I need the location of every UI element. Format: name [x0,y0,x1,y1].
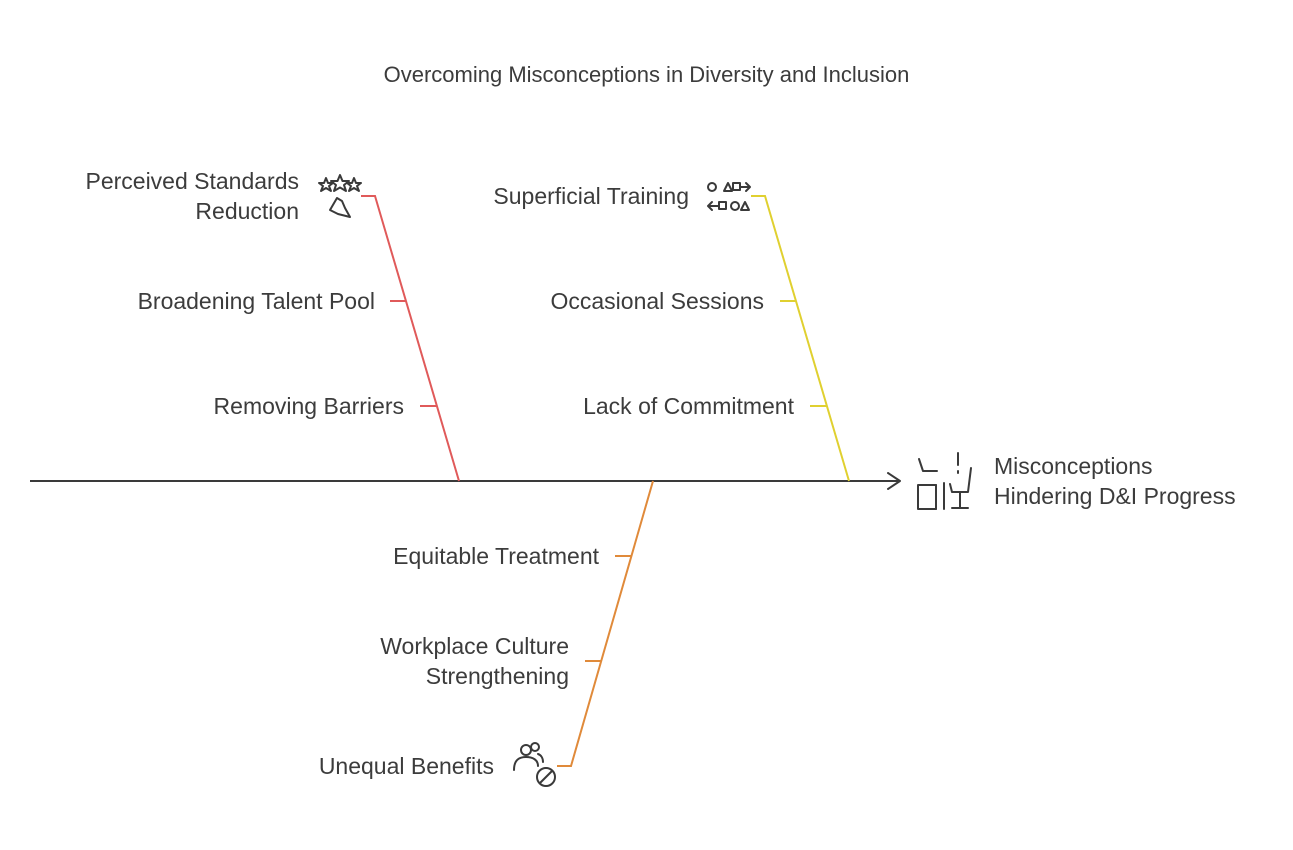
benefits-item-2-line1: Workplace Culture [380,633,569,659]
cause-standards-label-line1: Perceived Standards [85,168,299,194]
branch-benefits-bone [557,480,654,767]
training-item-2: Lack of Commitment [583,393,794,419]
effect-label-line2: Hindering D&I Progress [994,483,1236,509]
cause-standards-label-line2: Reduction [195,198,299,224]
cause-training-label: Superficial Training [493,183,689,209]
benefits-item-2-line2: Strengthening [425,663,569,689]
training-item-1: Occasional Sessions [550,288,765,314]
users-blocked-icon [513,742,556,787]
spine-arrowhead [887,472,901,490]
branch-training [751,195,850,482]
office-problem-icon [917,452,972,510]
stars-hand-icon [318,174,362,218]
branch-standards [361,195,460,482]
standards-item-1: Broadening Talent Pool [137,288,375,314]
cause-benefits-label: Unequal Benefits [318,753,494,779]
shapes-process-icon [707,182,751,211]
branch-standards-bone [361,195,460,482]
standards-item-2: Removing Barriers [213,393,404,419]
diagram-title: Overcoming Misconceptions in Diversity a… [383,62,910,87]
benefits-item-1: Equitable Treatment [393,543,599,569]
branch-training-bone [751,195,850,482]
branch-benefits [557,480,654,767]
effect-label-line1: Misconceptions [994,453,1153,479]
